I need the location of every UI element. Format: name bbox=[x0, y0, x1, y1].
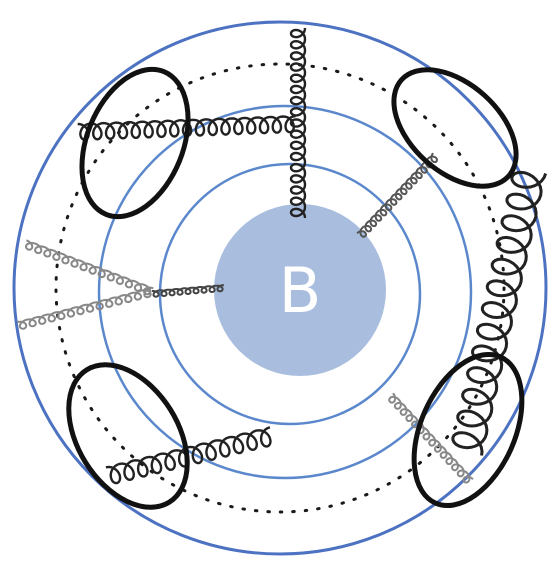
spring-left-center bbox=[152, 285, 224, 297]
pair-ellipse-bottom-right bbox=[393, 338, 544, 522]
spring-left-lower bbox=[17, 288, 151, 329]
spring-right-large bbox=[453, 172, 546, 455]
pair-ellipse-top-left bbox=[62, 54, 209, 233]
pair-ellipse-top-right bbox=[372, 47, 538, 209]
center-label: B bbox=[279, 254, 322, 327]
spring-center-top-right bbox=[357, 153, 437, 237]
spring-left-upper bbox=[26, 240, 153, 294]
